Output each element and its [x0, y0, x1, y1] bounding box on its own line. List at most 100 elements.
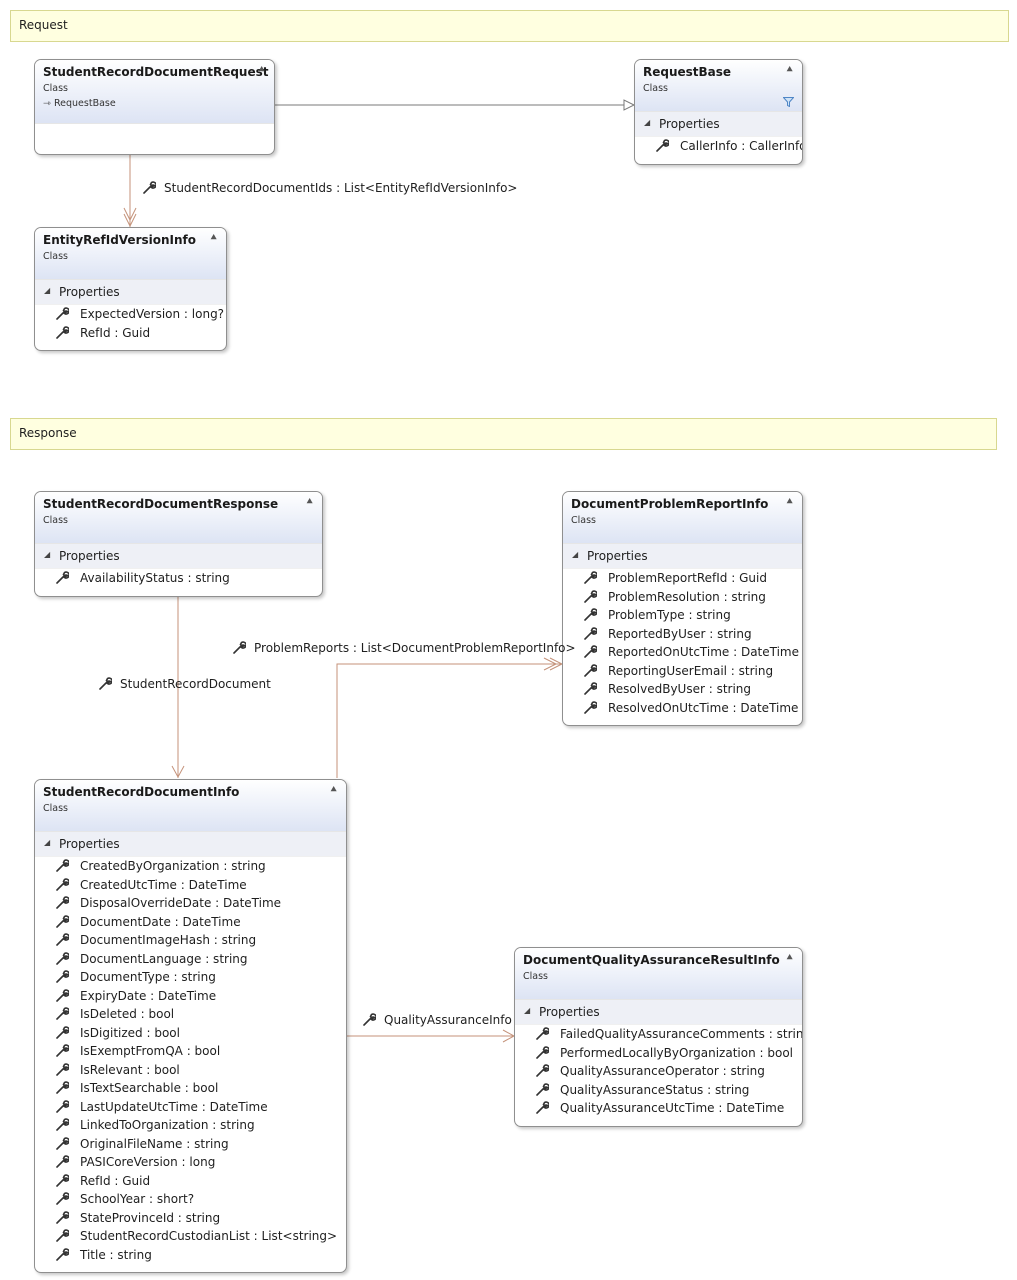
- class-name: StudentRecordDocumentResponse: [43, 497, 279, 511]
- property-row[interactable]: OriginalFileName : string: [35, 1135, 346, 1154]
- property-row[interactable]: StateProvinceId : string: [35, 1209, 346, 1228]
- chevron-double-up-icon[interactable]: ⯅: [257, 63, 266, 76]
- property-text: AvailabilityStatus : string: [80, 571, 230, 585]
- property-text: ProblemResolution : string: [608, 589, 766, 604]
- property-text: PASICoreVersion : long: [80, 1155, 216, 1169]
- property-text: RefId : Guid: [80, 325, 151, 340]
- property-text: SchoolYear : short?: [80, 1192, 195, 1206]
- chevron-double-up-icon[interactable]: ⯅: [785, 951, 794, 964]
- chevron-double-up-icon[interactable]: ⯅: [329, 783, 338, 796]
- property-text: FailedQualityAssuranceComments : string: [560, 1027, 803, 1041]
- class-request-base[interactable]: RequestBase Class ⯅ ◢ Properties CallerI…: [634, 59, 803, 165]
- property-row[interactable]: IsDeleted : bool: [35, 1005, 346, 1024]
- property-text: IsDeleted : bool: [80, 1007, 175, 1021]
- property-row[interactable]: ProblemReportRefId : Guid: [563, 569, 802, 588]
- collapse-triangle-icon[interactable]: ◢: [44, 550, 51, 559]
- property-text: StateProvinceId : string: [80, 1210, 221, 1225]
- wrench-icon: [56, 859, 69, 872]
- property-row[interactable]: ReportingUserEmail : string: [563, 662, 802, 681]
- class-entity-ref-id-version-info[interactable]: EntityRefIdVersionInfo Class ⯅ ◢ Propert…: [34, 227, 227, 351]
- property-row[interactable]: DocumentType : string: [35, 968, 346, 987]
- property-row[interactable]: DocumentLanguage : string: [35, 950, 346, 969]
- property-row[interactable]: ProblemType : string: [563, 606, 802, 625]
- region-response[interactable]: Response: [10, 418, 997, 450]
- property-row[interactable]: ResolvedByUser : string: [563, 680, 802, 699]
- property-row[interactable]: ExpiryDate : DateTime: [35, 987, 346, 1006]
- properties-section[interactable]: ◢ Properties: [35, 544, 322, 569]
- property-row[interactable]: RefId : Guid: [35, 1172, 346, 1191]
- wrench-icon: [56, 1099, 69, 1113]
- property-text: ExpiryDate : DateTime: [80, 988, 217, 1003]
- inheritance-label: ⇾ RequestBase: [43, 98, 116, 109]
- property-row[interactable]: IsDigitized : bool: [35, 1024, 346, 1043]
- wrench-icon: [99, 677, 112, 690]
- collapse-triangle-icon[interactable]: ◢: [644, 118, 651, 127]
- property-row[interactable]: DocumentImageHash : string: [35, 931, 346, 950]
- property-row[interactable]: DocumentDate : DateTime: [35, 913, 346, 932]
- class-document-problem-report-info[interactable]: DocumentProblemReportInfo Class ⯅ ◢ Prop…: [562, 491, 803, 726]
- class-student-record-document-info[interactable]: StudentRecordDocumentInfo Class ⯅ ◢ Prop…: [34, 779, 347, 1273]
- region-request[interactable]: Request: [10, 10, 1009, 42]
- wrench-icon: [56, 1062, 69, 1076]
- property-row[interactable]: CreatedUtcTime : DateTime: [35, 876, 346, 895]
- property-row[interactable]: AvailabilityStatus : string: [35, 569, 322, 588]
- class-document-quality-assurance-result-info[interactable]: DocumentQualityAssuranceResultInfo Class…: [514, 947, 803, 1127]
- property-row[interactable]: StudentRecordCustodianList : List<string…: [35, 1227, 346, 1246]
- property-row[interactable]: QualityAssuranceStatus : string: [515, 1081, 802, 1100]
- properties-section[interactable]: ◢ Properties: [515, 1000, 802, 1025]
- collapse-triangle-icon[interactable]: ◢: [44, 286, 51, 295]
- property-row[interactable]: ResolvedOnUtcTime : DateTime: [563, 699, 802, 718]
- chevron-double-up-icon[interactable]: ⯅: [785, 63, 794, 76]
- property-row[interactable]: Title : string: [35, 1246, 346, 1265]
- class-student-record-document-request[interactable]: StudentRecordDocumentRequest Class ⇾ Req…: [34, 59, 275, 155]
- property-text: DocumentLanguage : string: [80, 951, 248, 966]
- property-row[interactable]: LinkedToOrganization : string: [35, 1116, 346, 1135]
- property-row[interactable]: ReportedByUser : string: [563, 625, 802, 644]
- class-header: StudentRecordDocumentInfo Class ⯅: [35, 780, 346, 832]
- property-row[interactable]: QualityAssuranceUtcTime : DateTime: [515, 1099, 802, 1118]
- class-student-record-document-response[interactable]: StudentRecordDocumentResponse Class ⯅ ◢ …: [34, 491, 323, 597]
- chevron-double-up-icon[interactable]: ⯅: [785, 495, 794, 508]
- property-row[interactable]: ReportedOnUtcTime : DateTime: [563, 643, 802, 662]
- property-row[interactable]: PASICoreVersion : long: [35, 1153, 346, 1172]
- property-row[interactable]: RefId : Guid: [35, 324, 226, 343]
- property-row[interactable]: LastUpdateUtcTime : DateTime: [35, 1098, 346, 1117]
- properties-section[interactable]: ◢ Properties: [35, 832, 346, 857]
- properties-section[interactable]: ◢ Properties: [635, 112, 802, 137]
- properties-section[interactable]: ◢ Properties: [35, 280, 226, 305]
- property-row[interactable]: PerformedLocallyByOrganization : bool: [515, 1044, 802, 1063]
- collapse-triangle-icon[interactable]: ◢: [524, 1006, 531, 1015]
- property-text: OriginalFileName : string: [80, 1136, 229, 1151]
- property-row[interactable]: FailedQualityAssuranceComments : string: [515, 1025, 802, 1044]
- class-header: RequestBase Class ⯅: [635, 60, 802, 112]
- property-row[interactable]: SchoolYear : short?: [35, 1190, 346, 1209]
- collapse-triangle-icon[interactable]: ◢: [44, 838, 51, 847]
- property-row[interactable]: IsTextSearchable : bool: [35, 1079, 346, 1098]
- collapse-triangle-icon[interactable]: ◢: [572, 550, 579, 559]
- class-name: StudentRecordDocumentInfo: [43, 785, 240, 799]
- wrench-icon: [56, 1118, 69, 1131]
- property-row[interactable]: CreatedByOrganization : string: [35, 857, 346, 876]
- property-row[interactable]: CallerInfo : CallerInfo: [635, 137, 802, 156]
- wrench-icon: [536, 1101, 549, 1114]
- wrench-icon: [56, 571, 69, 584]
- class-kind: Class: [43, 803, 68, 814]
- class-name: DocumentProblemReportInfo: [571, 497, 769, 511]
- property-row[interactable]: IsExemptFromQA : bool: [35, 1042, 346, 1061]
- chevron-double-up-icon[interactable]: ⯅: [305, 495, 314, 508]
- chevron-double-up-icon[interactable]: ⯅: [209, 231, 218, 244]
- wrench-icon: [143, 181, 156, 194]
- property-row[interactable]: ExpectedVersion : long?: [35, 305, 226, 324]
- property-row[interactable]: ProblemResolution : string: [563, 588, 802, 607]
- wrench-icon: [656, 139, 669, 152]
- property-text: CreatedUtcTime : DateTime: [80, 877, 247, 892]
- property-row[interactable]: DisposalOverrideDate : DateTime: [35, 894, 346, 913]
- property-text: DocumentImageHash : string: [80, 933, 257, 947]
- filter-icon[interactable]: [783, 97, 794, 107]
- property-text: RefId : Guid: [80, 1173, 151, 1188]
- wrench-icon: [584, 663, 597, 677]
- property-row[interactable]: QualityAssuranceOperator : string: [515, 1062, 802, 1081]
- properties-section[interactable]: ◢ Properties: [563, 544, 802, 569]
- property-row[interactable]: IsRelevant : bool: [35, 1061, 346, 1080]
